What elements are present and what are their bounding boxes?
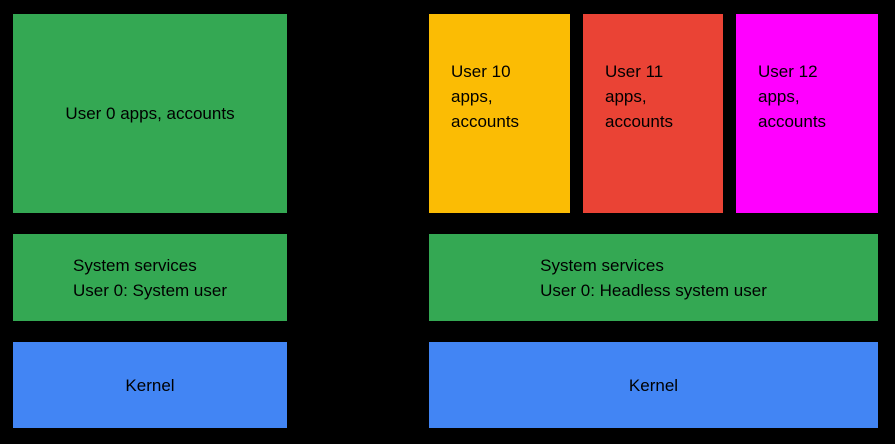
right-system-services-label: System services User 0: Headless system …: [540, 255, 767, 300]
left-system-services-box: System services User 0: System user: [13, 234, 287, 321]
left-user0-apps-box: User 0 apps, accounts: [13, 14, 287, 213]
user12-apps-box: User 12 apps, accounts: [736, 14, 878, 213]
right-kernel-box: Kernel: [429, 342, 878, 428]
user12-apps-label: User 12 apps, accounts: [758, 62, 827, 131]
user10-apps-label: User 10 apps, accounts: [451, 62, 520, 131]
user11-apps-box: User 11 apps, accounts: [583, 14, 723, 213]
user11-apps-label: User 11 apps, accounts: [605, 62, 674, 131]
right-system-services-box: System services User 0: Headless system …: [429, 234, 878, 321]
left-kernel-label: Kernel: [125, 375, 175, 395]
left-user0-apps-label: User 0 apps, accounts: [65, 104, 235, 123]
user10-apps-box: User 10 apps, accounts: [429, 14, 570, 213]
right-kernel-label: Kernel: [628, 375, 679, 395]
left-kernel-box: Kernel: [13, 342, 287, 428]
left-system-services-label: System services User 0: System user: [73, 255, 227, 300]
